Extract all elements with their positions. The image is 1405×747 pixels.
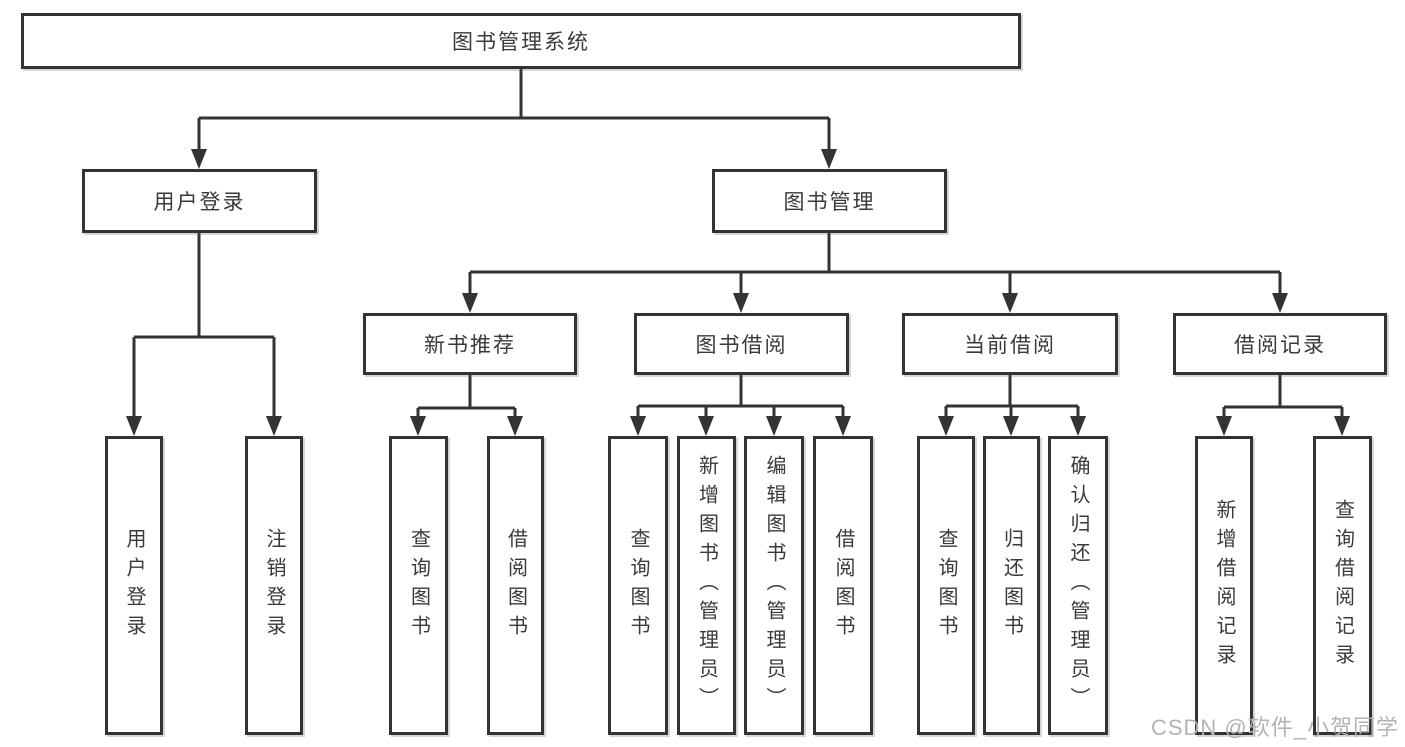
leaf-add-book-admin: 新增图书（管理员） — [677, 436, 736, 735]
leaf-query-books-current: 查询图书 — [917, 436, 975, 735]
leaf-query-books-current-label: 查询图书 — [935, 527, 957, 644]
leaf-return-book: 归还图书 — [983, 436, 1040, 735]
leaf-user-login: 用户登录 — [105, 436, 163, 735]
leaf-logout-label: 注销登录 — [263, 527, 285, 644]
leaf-query-books-recommend: 查询图书 — [389, 436, 448, 735]
leaf-query-books-borrow-label: 查询图书 — [627, 527, 649, 644]
leaf-confirm-return-admin-label: 确认归还（管理员） — [1067, 455, 1089, 716]
leaf-add-book-admin-label: 新增图书（管理员） — [695, 455, 718, 716]
leaf-edit-book-admin: 编辑图书（管理员） — [744, 436, 804, 735]
leaf-user-login-label: 用户登录 — [123, 527, 145, 644]
leaf-query-borrow-record: 查询借阅记录 — [1313, 436, 1372, 735]
leaf-borrow-books-label: 借阅图书 — [832, 527, 854, 644]
node-new-book-recommend: 新书推荐 — [363, 313, 577, 375]
leaf-query-books-borrow: 查询图书 — [608, 436, 668, 735]
node-book-management: 图书管理 — [712, 169, 947, 233]
leaf-edit-book-admin-label: 编辑图书（管理员） — [763, 455, 785, 716]
node-book-borrow: 图书借阅 — [634, 313, 849, 375]
leaf-query-borrow-record-label: 查询借阅记录 — [1331, 498, 1354, 673]
leaf-borrow-books: 借阅图书 — [813, 436, 873, 735]
node-borrow-records: 借阅记录 — [1173, 313, 1387, 375]
node-user-login: 用户登录 — [82, 169, 317, 233]
csdn-watermark: CSDN @软件_小贺同学 — [1150, 715, 1399, 740]
leaf-query-books-recommend-label: 查询图书 — [407, 527, 430, 644]
leaf-confirm-return-admin: 确认归还（管理员） — [1048, 436, 1108, 735]
leaf-borrow-books-recommend: 借阅图书 — [487, 436, 544, 735]
leaf-add-borrow-record-label: 新增借阅记录 — [1213, 498, 1235, 673]
leaf-logout: 注销登录 — [245, 436, 303, 735]
leaf-borrow-books-recommend-label: 借阅图书 — [504, 527, 527, 644]
leaf-return-book-label: 归还图书 — [1000, 527, 1023, 644]
node-current-borrow: 当前借阅 — [902, 313, 1118, 375]
node-root: 图书管理系统 — [21, 13, 1021, 69]
leaf-add-borrow-record: 新增借阅记录 — [1195, 436, 1253, 735]
